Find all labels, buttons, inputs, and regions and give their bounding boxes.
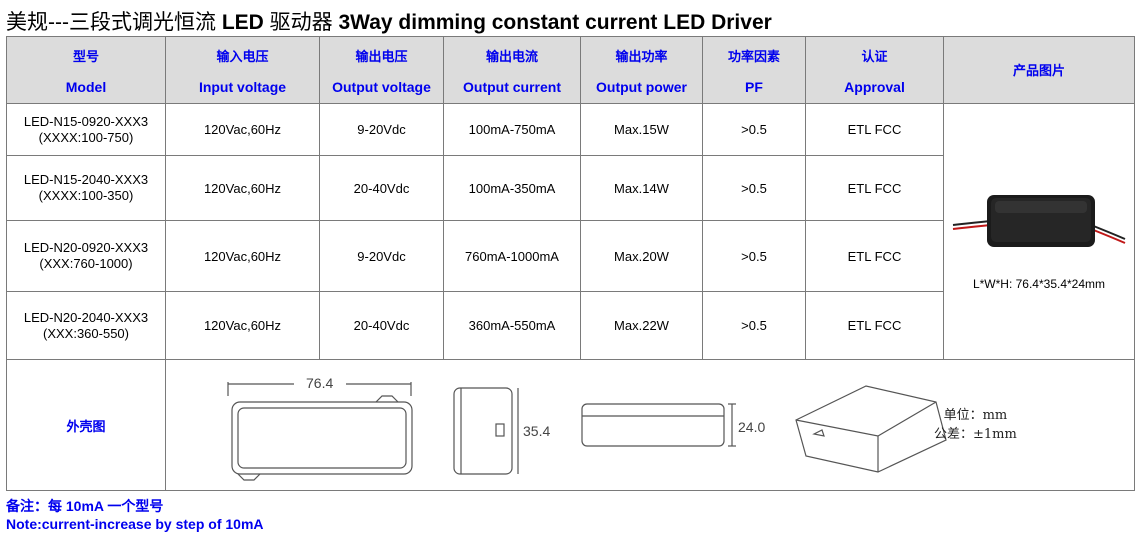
pf-cell: >0.5 (702, 155, 806, 221)
side-view-drawing (453, 387, 519, 475)
header-en: Output current (463, 78, 561, 95)
header-en: Output voltage (332, 78, 431, 95)
shell-drawing-row: 外壳图 76.4 (6, 359, 1135, 491)
approval-cell: ETL FCC (805, 291, 944, 360)
model-range: (XXX:360-550) (43, 325, 129, 341)
output-voltage-cell: 9-20Vdc (319, 103, 444, 156)
dim-height-label: 24.0 (738, 419, 765, 435)
spec-table: 型号 Model 输入电压 Input voltage 输出电压 Output vol… (6, 36, 1135, 491)
table-row: LED-N20-2040-XXX3(XXX:360-550) 120Vac,60… (6, 291, 1135, 360)
model-name: LED-N20-0920-XXX3 (23, 240, 149, 255)
output-current-cell: 760mA-1000mA (443, 220, 581, 292)
header-zh: 输出电压 (355, 48, 408, 64)
model-cell: LED-N20-2040-XXX3(XXX:360-550) (6, 291, 166, 360)
header-zh: 功率因素 (727, 48, 780, 64)
model-name: LED-N15-2040-XXX3 (23, 172, 149, 187)
header-output-power: 输出功率 Output power (580, 36, 703, 104)
header-model: 型号 Model (6, 36, 166, 104)
tolerance-line: 公差：±1mm (934, 427, 1017, 442)
table-row: LED-N15-0920-XXX3(XXXX:100-750) 120Vac,6… (6, 103, 1135, 360)
product-photo-cell: L*W*H: 76.4*35.4*24mm (943, 103, 1135, 360)
header-zh: 输出电流 (485, 48, 538, 64)
input-cell: 120Vac,60Hz (165, 291, 320, 360)
header-photo: 产品图片 (943, 36, 1135, 104)
header-zh: 输入电压 (216, 48, 269, 64)
model-range: (XXX:760-1000) (39, 256, 133, 271)
pf-cell: >0.5 (702, 291, 806, 360)
input-cell: 120Vac,60Hz (165, 155, 320, 221)
dim-length-label: 76.4 (306, 375, 333, 391)
header-zh: 认证 (861, 48, 888, 64)
model-name: LED-N15-0920-XXX3 (23, 113, 149, 129)
input-cell: 120Vac,60Hz (165, 220, 320, 292)
product-dimensions-caption: L*W*H: 76.4*35.4*24mm (972, 276, 1106, 291)
output-voltage-cell: 20-40Vdc (319, 291, 444, 360)
model-cell: LED-N15-2040-XXX3(XXXX:100-350) (6, 155, 166, 221)
shell-drawing: 76.4 35.4 (166, 360, 1134, 490)
title-cn-prefix: 美规---三段式调光恒流 (6, 11, 216, 34)
title-en: 3Way dimming constant current LED Driver (332, 11, 772, 34)
unit-line: 单位：mm (943, 408, 1008, 423)
model-cell: LED-N20-0920-XXX3(XXX:760-1000) (6, 220, 166, 292)
power-cell: Max.20W (580, 220, 703, 292)
header-zh: 型号 (72, 48, 99, 64)
model-range: (XXXX:100-750) (38, 129, 134, 145)
note-cn: 备注：每 10mA 一个型号 (6, 498, 164, 514)
approval-cell: ETL FCC (805, 155, 944, 221)
header-en: Input voltage (198, 78, 287, 95)
output-current-cell: 360mA-550mA (443, 291, 581, 360)
table-row: LED-N20-0920-XXX3(XXX:760-1000) 120Vac,6… (6, 220, 1135, 292)
model-name: LED-N20-2040-XXX3 (23, 309, 149, 325)
product-photo (951, 172, 1127, 265)
shell-drawings-svg: 76.4 35.4 (227, 375, 947, 481)
header-en: Model (65, 78, 107, 95)
header-output-current: 输出电流 Output current (443, 36, 581, 104)
header-row: 型号 Model 输入电压 Input voltage 输出电压 Output vol… (6, 36, 1135, 104)
isometric-view-drawing (795, 385, 947, 473)
note-en: Note:current-increase by step of 10mA (6, 516, 264, 532)
front-view-drawing (581, 403, 736, 447)
table-row: LED-N15-2040-XXX3(XXXX:100-350) 120Vac,6… (6, 155, 1135, 221)
pf-cell: >0.5 (702, 103, 806, 156)
output-voltage-cell: 9-20Vdc (319, 220, 444, 292)
power-cell: Max.15W (580, 103, 703, 156)
model-cell: LED-N15-0920-XXX3(XXXX:100-750) (6, 103, 166, 156)
dim-width-label: 35.4 (523, 423, 550, 439)
title-led: LED (215, 11, 270, 34)
header-en: PF (745, 78, 763, 95)
header-zh: 输出功率 (615, 48, 668, 64)
top-view-drawing (227, 382, 413, 481)
header-en: Output power (596, 78, 687, 95)
shell-drawing-cell: 76.4 35.4 (165, 359, 1135, 491)
input-cell: 120Vac,60Hz (165, 103, 320, 156)
power-cell: Max.22W (580, 291, 703, 360)
pf-cell: >0.5 (702, 220, 806, 292)
approval-cell: ETL FCC (805, 103, 944, 156)
output-current-cell: 100mA-350mA (443, 155, 581, 221)
header-output-voltage: 输出电压 Output voltage (319, 36, 444, 104)
notes: 备注：每 10mA 一个型号 Note:current-increase by … (6, 497, 264, 533)
shell-label: 外壳图 (6, 359, 166, 491)
header-zh: 产品图片 (1012, 63, 1065, 78)
output-current-cell: 100mA-750mA (443, 103, 581, 156)
power-cell: Max.14W (580, 155, 703, 221)
model-range: (XXXX:100-350) (38, 188, 134, 203)
header-en: Approval (844, 78, 905, 95)
unit-notes: 单位：mm 公差：±1mm (934, 406, 1017, 444)
approval-cell: ETL FCC (805, 220, 944, 292)
output-voltage-cell: 20-40Vdc (319, 155, 444, 221)
header-pf: 功率因素 PF (702, 36, 806, 104)
page-title: 美规---三段式调光恒流 LED 驱动器 3Way dimming consta… (6, 6, 772, 36)
title-cn-driver: 驱动器 (269, 11, 333, 34)
header-input: 输入电压 Input voltage (165, 36, 320, 104)
header-approval: 认证 Approval (805, 36, 944, 104)
